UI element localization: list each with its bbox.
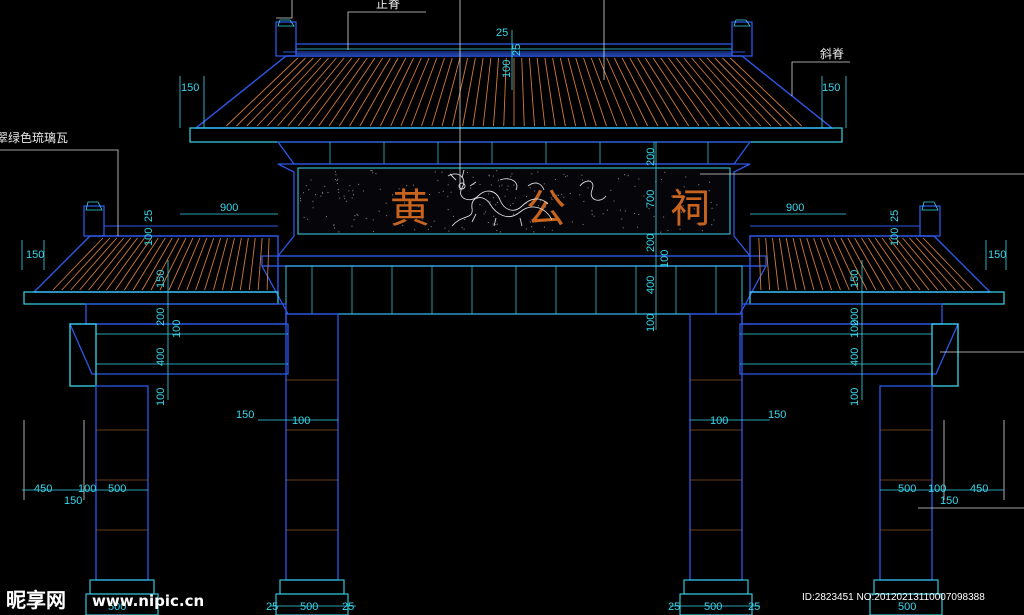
dim-200-left-col: 200 (155, 308, 167, 326)
dim-150-left-side: 150 (26, 249, 44, 261)
dim-450-right: 450 (970, 483, 988, 495)
dim-200-a: 200 (645, 148, 657, 166)
label-tile: 翠绿色琉璃瓦 (0, 130, 68, 145)
dim-150-inner-right: 150 (768, 409, 786, 421)
dim-25-foot-c: 25 (668, 601, 680, 613)
dim-25-foot-b: 25 (342, 601, 354, 613)
dim-25-right-roof: 25 (889, 210, 901, 222)
dim-150-left-col: 150 (155, 270, 167, 288)
leader-lines (0, 0, 1024, 509)
dim-100-inner-right: 100 (710, 415, 728, 427)
dim-200-b: 200 (645, 234, 657, 252)
dim-500-base-left: 500 (108, 483, 126, 495)
plaque-char-2: 公 (526, 186, 566, 232)
dim-400-center: 400 (645, 276, 657, 294)
dim-100-left-col: 100 (171, 320, 183, 338)
plaque-char-3: 祠 (670, 186, 710, 232)
dim-100-base-right: 100 (928, 483, 946, 495)
left-side-roof (23, 201, 279, 305)
dim-150-main-left: 150 (181, 82, 199, 94)
dim-100-b: 100 (645, 314, 657, 332)
dim-500-foot-left: 500 (108, 601, 126, 613)
right-side-roof (749, 201, 1005, 305)
watermark-brand: 昵享网 (6, 588, 66, 612)
dim-25-left-roof: 25 (143, 210, 155, 222)
dim-100-left-col-b: 100 (155, 388, 167, 406)
dim-900-left: 900 (220, 202, 238, 214)
dim-200-right-col: 200 (849, 308, 861, 326)
dim-100-ridge: 100 (501, 60, 513, 78)
dragon-carving (447, 169, 607, 227)
dim-100-right-col-b: 100 (849, 388, 861, 406)
dim-500-foot-b: 500 (704, 601, 722, 613)
dim-900-right: 900 (786, 202, 804, 214)
dim-150-base-left: 150 (64, 495, 82, 507)
side-beams (69, 303, 959, 387)
dim-150-base-right: 150 (940, 495, 958, 507)
dimension-lines (21, 30, 1007, 607)
dimension-texts: 150 150 900 900 25 100 25 200 700 200 10… (26, 27, 1006, 613)
watermark-site: www.nipic.cn (92, 592, 204, 610)
dim-500-base-right: 500 (898, 483, 916, 495)
dim-100-a: 100 (659, 250, 671, 268)
dim-25-foot-d: 25 (748, 601, 760, 613)
label-slope-ridge: 斜脊 (820, 47, 844, 61)
plaque-char-1: 黄 (390, 186, 430, 232)
watermark: 昵享网 www.nipic.cn ID:2823451 NO:201202131… (6, 588, 985, 612)
dim-25-foot-a: 25 (266, 601, 278, 613)
label-ridge-top: 正脊 (376, 0, 400, 11)
dim-100-inner-left: 100 (292, 415, 310, 427)
dim-500-foot-right: 500 (898, 601, 916, 613)
name-plaque: 黄 公 祠 (276, 163, 752, 257)
dim-500-foot-a: 500 (300, 601, 318, 613)
dim-25-ridge-b: 25 (511, 44, 523, 56)
dim-700: 700 (645, 190, 657, 208)
dim-450-left: 450 (34, 483, 52, 495)
dim-100-right-col: 100 (849, 320, 861, 338)
dim-150-inner-left: 150 (236, 409, 254, 421)
dim-150-right-side: 150 (988, 249, 1006, 261)
dim-400-right-col: 400 (849, 348, 861, 366)
dim-25-ridge: 25 (496, 27, 508, 39)
dim-100-right-roof: 100 (889, 228, 901, 246)
dim-100-base-left: 100 (78, 483, 96, 495)
dim-400-left-col: 400 (155, 348, 167, 366)
main-roof (189, 19, 843, 143)
dim-150-main-right: 150 (822, 82, 840, 94)
dim-100-left-roof: 100 (143, 228, 155, 246)
plaque-texture (300, 170, 718, 233)
pillars (85, 313, 943, 615)
lower-beam (260, 255, 768, 315)
dim-150-right-col: 150 (849, 270, 861, 288)
watermark-id: ID:2823451 NO:20120213110007098388 (802, 592, 985, 603)
main-roof-tiles (225, 57, 803, 127)
